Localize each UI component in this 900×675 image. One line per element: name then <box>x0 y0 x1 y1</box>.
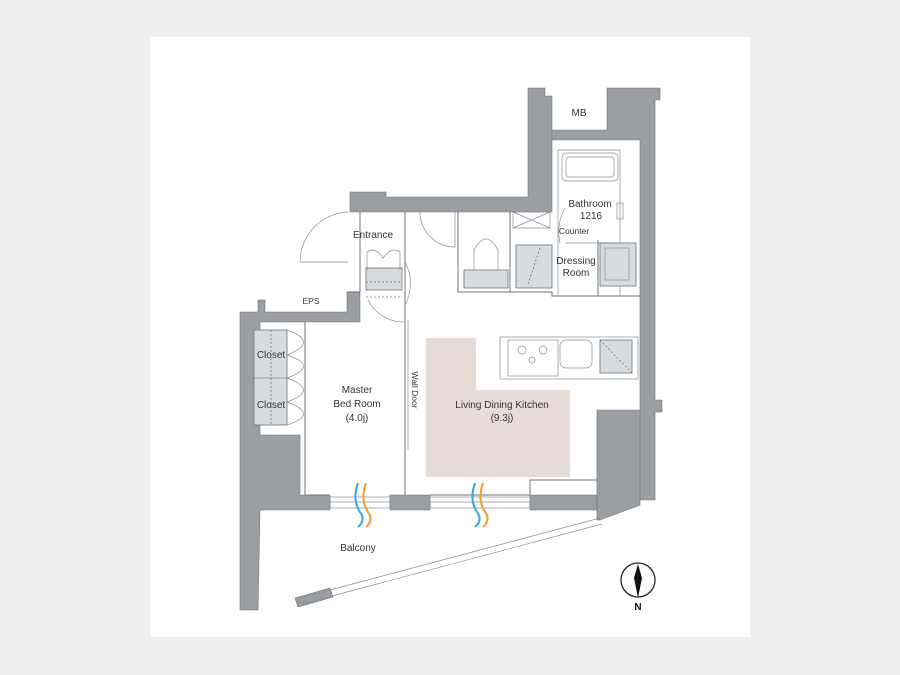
label-ldk: Living Dining Kitchen <box>455 400 548 411</box>
label-dressing: Dressing <box>556 256 595 267</box>
label-closet-2: Closet <box>257 400 286 411</box>
label-eps: EPS <box>302 296 319 306</box>
doors <box>299 207 566 450</box>
label-dressing-room: Room <box>563 268 590 279</box>
label-entrance: Entrance <box>353 230 393 241</box>
label-counter: Counter <box>559 226 589 236</box>
walls <box>239 87 663 611</box>
label-bed-room: Bed Room <box>333 399 380 410</box>
label-master: Master <box>342 385 373 396</box>
label-bedroom-size: (4.0j) <box>346 413 369 424</box>
label-mb: MB <box>572 108 587 119</box>
north-compass-icon: N <box>620 562 656 613</box>
label-closet-1: Closet <box>257 350 286 361</box>
label-balcony: Balcony <box>340 543 376 554</box>
compass-label: N <box>634 602 641 613</box>
toilet-icon <box>473 238 499 271</box>
ldk-floor-area <box>426 338 570 477</box>
label-wall-door: Wall Door <box>410 372 420 409</box>
label-bathroom: Bathroom <box>568 199 611 210</box>
fixtures <box>253 238 639 426</box>
label-bathroom-size: 1216 <box>580 211 603 222</box>
label-ldk-size: (9.3j) <box>491 413 514 424</box>
partitions <box>304 149 640 496</box>
airflow-icons <box>354 482 489 528</box>
